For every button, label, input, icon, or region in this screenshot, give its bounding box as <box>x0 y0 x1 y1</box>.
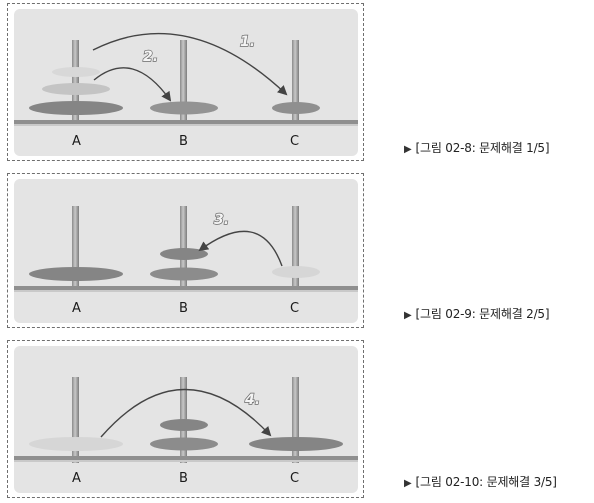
figure-caption-2: ▶[그림 02-9: 문제해결 2/5] <box>404 305 550 322</box>
base-rail-highlight <box>14 460 358 462</box>
figure-panel-3: 4. A B C <box>7 340 364 498</box>
caption-text: [그림 02-10: 문제해결 3/5] <box>415 475 557 489</box>
rod-a <box>72 40 79 126</box>
figure-panel-1: 1. 2. A B C <box>7 3 364 161</box>
hanoi-diagram-2: 3. A B C <box>14 179 358 323</box>
disk-medium <box>150 267 218 281</box>
rod-a <box>72 377 79 463</box>
caption-text: [그림 02-9: 문제해결 2/5] <box>415 307 550 321</box>
disk-small <box>160 419 208 431</box>
rod-b <box>180 40 187 126</box>
disk-large-target <box>249 437 343 451</box>
rod-c <box>292 377 299 463</box>
peg-label-c: C <box>290 301 299 316</box>
step-label-1: 1. <box>240 34 255 50</box>
peg-label-b: B <box>179 301 188 316</box>
disk-large-source <box>29 437 123 451</box>
base-rail <box>14 456 358 460</box>
disk-large <box>29 267 123 281</box>
move-arrow-1 <box>92 32 288 96</box>
disk-medium <box>42 83 110 95</box>
disk-large <box>29 101 123 115</box>
base-rail <box>14 286 358 290</box>
disk-small-source <box>272 266 320 278</box>
hanoi-diagram-3: 4. A B C <box>14 346 358 493</box>
caption-text: [그림 02-8: 문제해결 1/5] <box>415 141 550 155</box>
peg-label-b: B <box>179 471 188 486</box>
step-label-2: 2. <box>143 49 158 65</box>
rod-c <box>292 40 299 126</box>
caption-marker-icon: ▶ <box>404 144 412 155</box>
move-arrow-3 <box>198 230 283 267</box>
figure-caption-1: ▶[그림 02-8: 문제해결 1/5] <box>404 139 550 156</box>
move-arrow-2 <box>93 67 172 102</box>
caption-marker-icon: ▶ <box>404 478 412 489</box>
base-rail-highlight <box>14 290 358 292</box>
base-rail <box>14 120 358 124</box>
figure-panel-2: 3. A B C <box>7 173 364 328</box>
step-label-4: 4. <box>244 392 260 408</box>
figure-caption-3: ▶[그림 02-10: 문제해결 3/5] <box>404 473 557 490</box>
move-arrow-4 <box>100 388 272 438</box>
step-label-3: 3. <box>214 212 229 228</box>
disk-small-target <box>272 102 320 114</box>
peg-label-a: A <box>72 471 81 486</box>
hanoi-diagram-1: 1. 2. A B C <box>14 9 358 156</box>
disk-small <box>52 67 100 77</box>
disk-small-target <box>160 248 208 260</box>
peg-label-a: A <box>72 301 81 316</box>
rod-a <box>72 206 79 292</box>
disk-medium-target <box>150 101 218 115</box>
rod-c <box>292 206 299 292</box>
caption-marker-icon: ▶ <box>404 310 412 321</box>
peg-label-a: A <box>72 134 81 149</box>
base-rail-highlight <box>14 124 358 126</box>
peg-label-c: C <box>290 471 299 486</box>
peg-label-b: B <box>179 134 188 149</box>
disk-medium <box>150 437 218 451</box>
peg-label-c: C <box>290 134 299 149</box>
